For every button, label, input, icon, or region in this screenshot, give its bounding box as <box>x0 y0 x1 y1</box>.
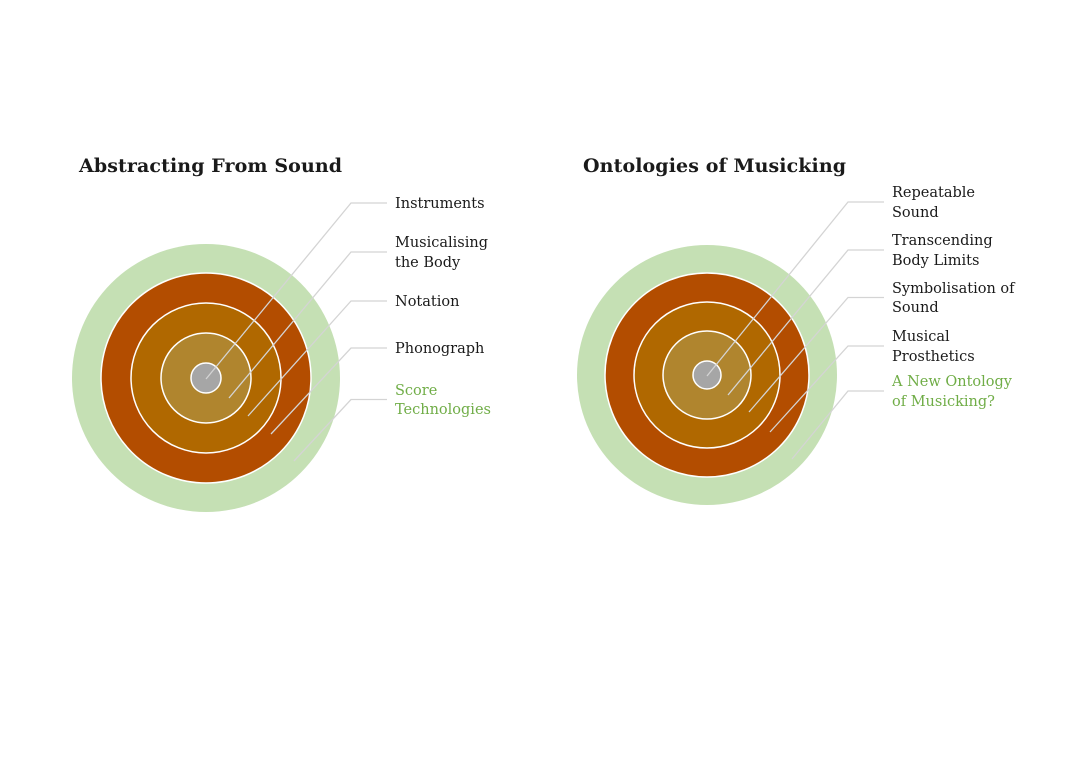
left-leader-line-5 <box>293 398 387 462</box>
left-leader-line-4 <box>270 347 387 435</box>
right-layer-label-5-line-1: A New Ontology <box>891 374 1013 390</box>
right-leader-line-4 <box>769 345 884 433</box>
left-layer-label-2: Musicalising the Body <box>395 235 488 271</box>
left-layer-label-2-line-2: the Body <box>395 255 461 271</box>
right-leader-line-1 <box>706 201 884 377</box>
left-layer-label-3-line-1: Notation <box>395 294 459 310</box>
right-layer-label-2-line-2: Body Limits <box>892 253 979 269</box>
left-layer-label-4-line-1: Phonograph <box>395 341 484 357</box>
right-leader-line-2 <box>727 249 884 396</box>
left-layer-label-1: Instruments <box>395 196 485 212</box>
right-layer-label-3-line-1: Symbolisation of <box>892 281 1016 297</box>
left-layer-label-2-line-1: Musicalising <box>395 235 488 251</box>
left-layer-label-5-line-1: Score <box>395 383 437 399</box>
right-layer-label-4-line-1: Musical <box>892 329 950 345</box>
left-layer-label-1-line-1: Instruments <box>395 196 485 212</box>
right-layer-label-4-line-2: Prosthetics <box>892 349 975 365</box>
left-layer-label-4: Phonograph <box>395 341 484 357</box>
diagram-title-right: Ontologies of Musicking <box>583 155 847 177</box>
right-layer-label-3-line-2: Sound <box>892 300 939 316</box>
right-layer-label-1-line-1: Repeatable <box>892 185 975 201</box>
diagram-title-left: Abstracting From Sound <box>79 155 343 177</box>
right-layer-label-5-line-2: of Musicking? <box>892 394 995 410</box>
left-leader-line-1 <box>205 202 387 380</box>
right-layer-label-3: Symbolisation of Sound <box>892 281 1016 316</box>
right-leader-line-3 <box>748 296 884 413</box>
left-leader-line-2 <box>228 251 387 399</box>
right-layer-label-2-line-1: Transcending <box>892 233 993 249</box>
right-leader-line-5 <box>791 390 884 460</box>
right-layer-label-5: A New Ontology of Musicking? <box>891 374 1013 410</box>
left-layer-label-3: Notation <box>395 294 459 310</box>
right-layer-label-1-line-2: Sound <box>892 205 939 221</box>
left-leader-line-3 <box>247 300 387 417</box>
left-layer-label-5-line-2: Technologies <box>395 402 491 418</box>
